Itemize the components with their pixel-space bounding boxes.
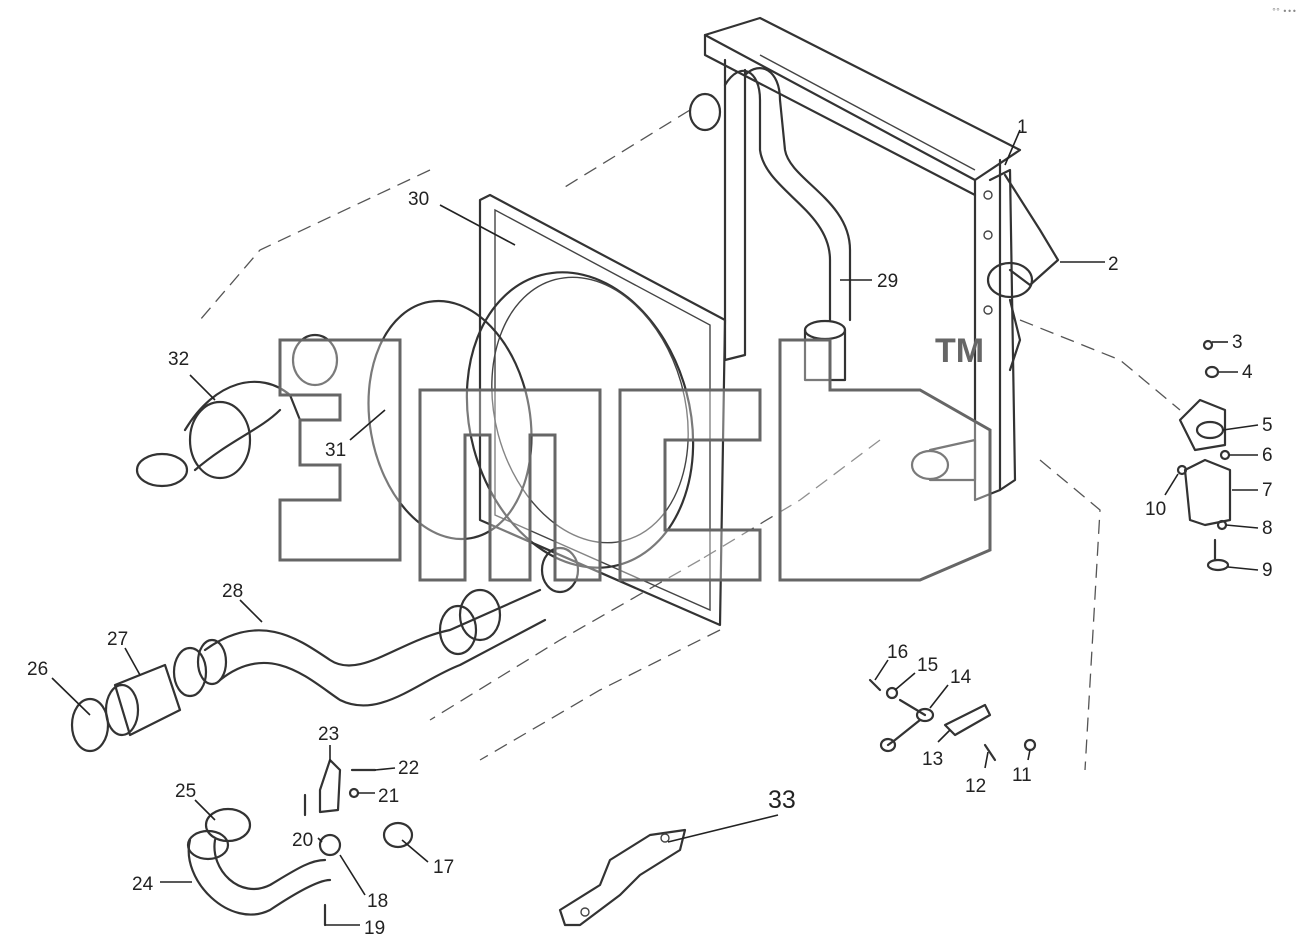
label-18: 18 [367, 891, 388, 912]
labels: 1 2 3 4 5 6 7 8 9 10 11 12 13 14 15 16 1 [27, 117, 1273, 939]
label-11: 11 [1012, 765, 1032, 786]
label-20: 20 [292, 830, 313, 851]
label-5: 5 [1262, 415, 1273, 436]
label-4: 4 [1242, 362, 1253, 383]
label-9: 9 [1262, 560, 1273, 581]
label-33: 33 [768, 786, 796, 814]
label-21: 21 [378, 786, 399, 807]
watermark-logo: TM [278, 332, 992, 582]
mount-bracket [1176, 339, 1232, 572]
lower-hose [70, 546, 580, 753]
hose-32 [135, 333, 339, 488]
label-31: 31 [325, 440, 346, 461]
label-8: 8 [1262, 518, 1273, 539]
label-23: 23 [318, 724, 339, 745]
label-16: 16 [887, 642, 908, 663]
trademark-symbol: TM [935, 332, 984, 370]
label-1: 1 [1017, 117, 1028, 138]
label-26: 26 [27, 659, 48, 680]
seal-ring [367, 299, 533, 541]
elbow-hose [186, 758, 414, 927]
support-bracket [558, 828, 687, 927]
label-13: 13 [922, 749, 943, 770]
label-10: 10 [1145, 499, 1166, 520]
outlet-pipe [910, 438, 977, 482]
upper-hose [688, 67, 852, 382]
label-30: 30 [408, 189, 429, 210]
alignment-dashes [199, 109, 1181, 771]
radiator-assembly [703, 16, 1060, 502]
corner-mark: °° ••• [1272, 7, 1297, 16]
label-29: 29 [877, 271, 898, 292]
label-7: 7 [1262, 480, 1273, 501]
label-17: 17 [433, 857, 454, 878]
label-19: 19 [364, 918, 385, 939]
label-12: 12 [965, 776, 986, 797]
label-27: 27 [107, 629, 128, 650]
fan-shroud [465, 193, 727, 627]
label-22: 22 [398, 758, 419, 779]
label-2: 2 [1108, 254, 1119, 275]
label-14: 14 [950, 667, 972, 688]
label-24: 24 [132, 874, 154, 895]
label-15: 15 [917, 655, 938, 676]
label-32: 32 [168, 349, 189, 370]
label-3: 3 [1232, 332, 1243, 353]
label-25: 25 [175, 781, 196, 802]
hardware-set [868, 678, 1037, 762]
label-28: 28 [222, 581, 243, 602]
label-6: 6 [1262, 445, 1273, 466]
